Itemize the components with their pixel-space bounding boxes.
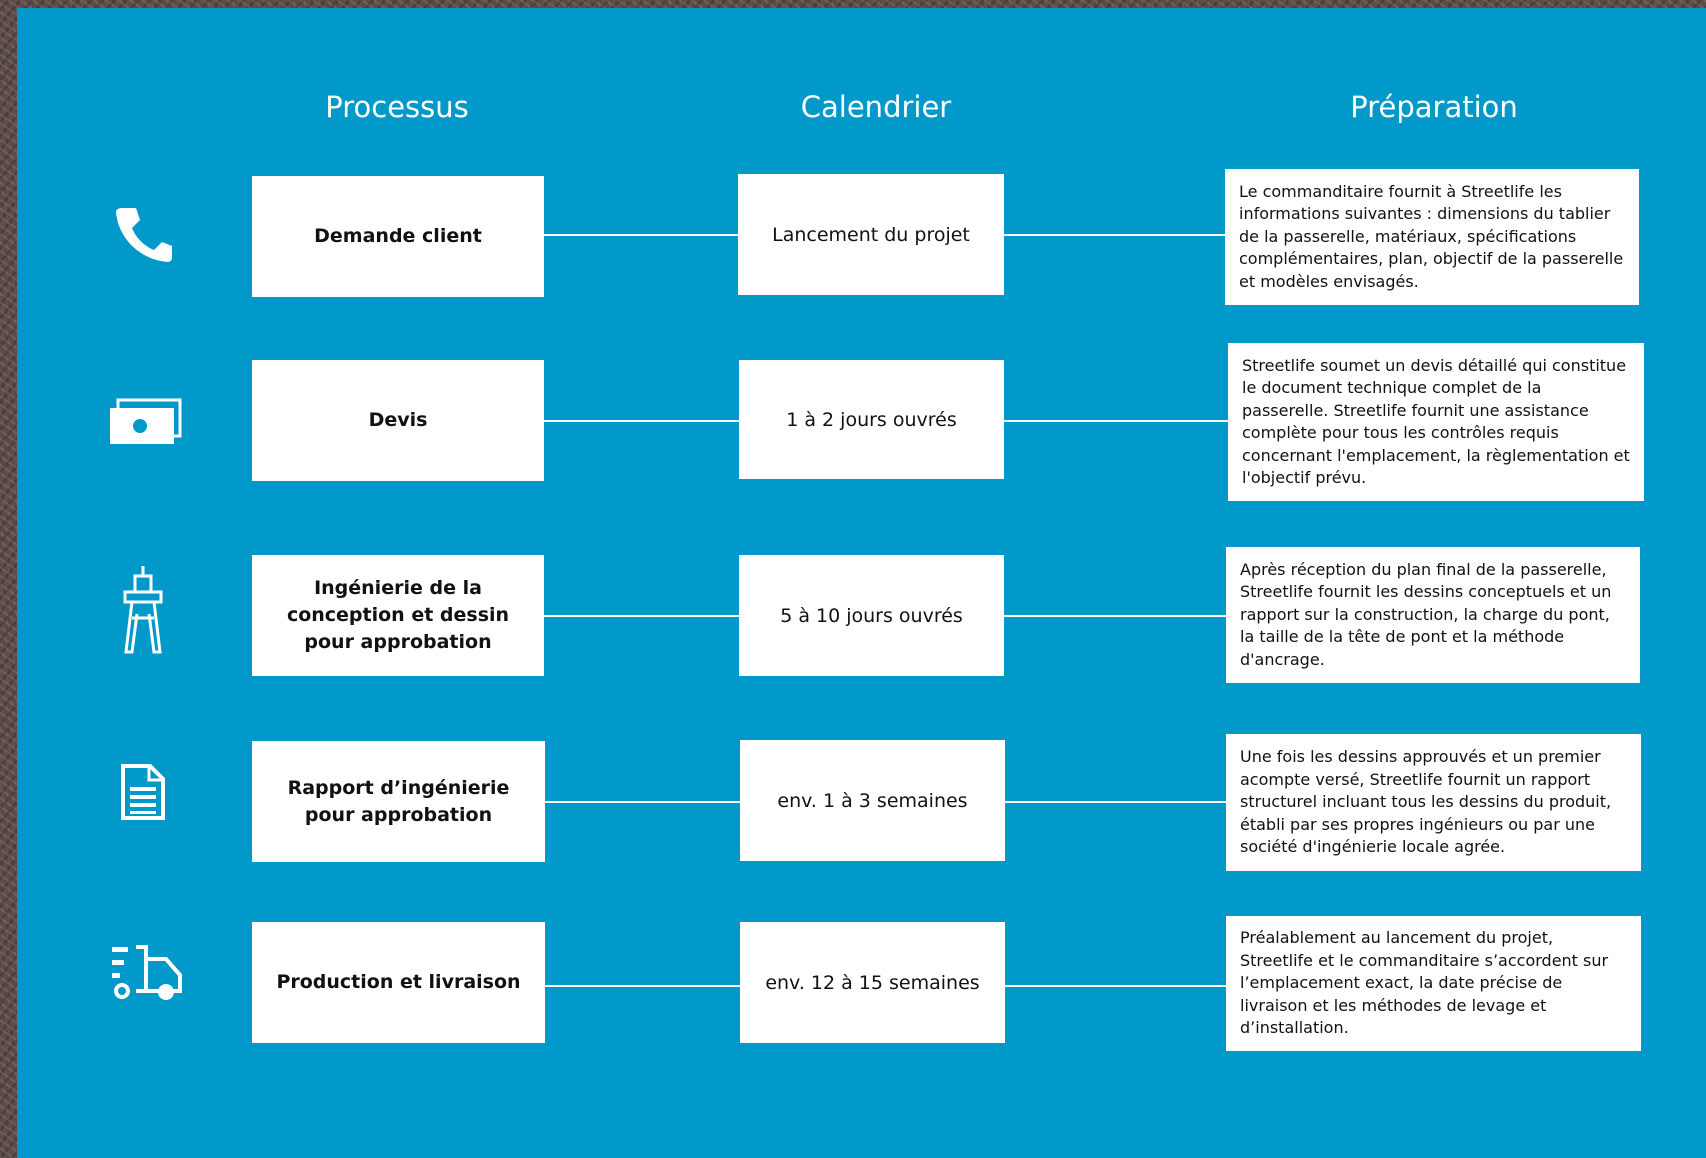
column-header-preparation: Préparation [1350,90,1518,124]
process-box: Devis [252,360,544,481]
preparation-box: Le commanditaire fournit à Streetlife le… [1225,169,1639,305]
column-header-processus: Processus [325,90,469,124]
preparation-box: Une fois les dessins approuvés et un pre… [1226,734,1641,871]
calendar-box: 1 à 2 jours ouvrés [739,360,1004,479]
document-icon [121,764,165,820]
connector-line [1002,234,1226,236]
connector-line [542,234,738,236]
connector-line [1002,801,1228,803]
connector-line [544,420,740,422]
connector-line [1004,985,1228,987]
connector-line [1002,615,1226,617]
connector-line [1002,420,1228,422]
connector-line [544,985,740,987]
calendar-box: 5 à 10 jours ouvrés [739,555,1004,676]
process-box: Rapport d’ingénierie pour approbation [252,741,545,862]
preparation-box: Après réception du plan final de la pass… [1226,547,1640,683]
process-box: Production et livraison [252,922,545,1043]
calendar-box: env. 1 à 3 semaines [740,740,1005,861]
phone-icon [116,208,172,262]
preparation-box: Streetlife soumet un devis détaillé qui … [1228,343,1644,501]
preparation-box: Préalablement au lancement du projet, St… [1226,916,1641,1051]
connector-line [544,801,740,803]
column-header-calendrier: Calendrier [800,90,952,124]
truck-icon [112,945,182,1000]
money-icon [110,398,182,444]
calendar-box: Lancement du projet [738,174,1004,295]
calendar-box: env. 12 à 15 semaines [740,922,1005,1043]
compass-icon [123,566,163,654]
process-box: Demande client [252,176,544,297]
connector-line [544,615,740,617]
process-box: Ingénierie de la conception et dessin po… [252,555,544,676]
